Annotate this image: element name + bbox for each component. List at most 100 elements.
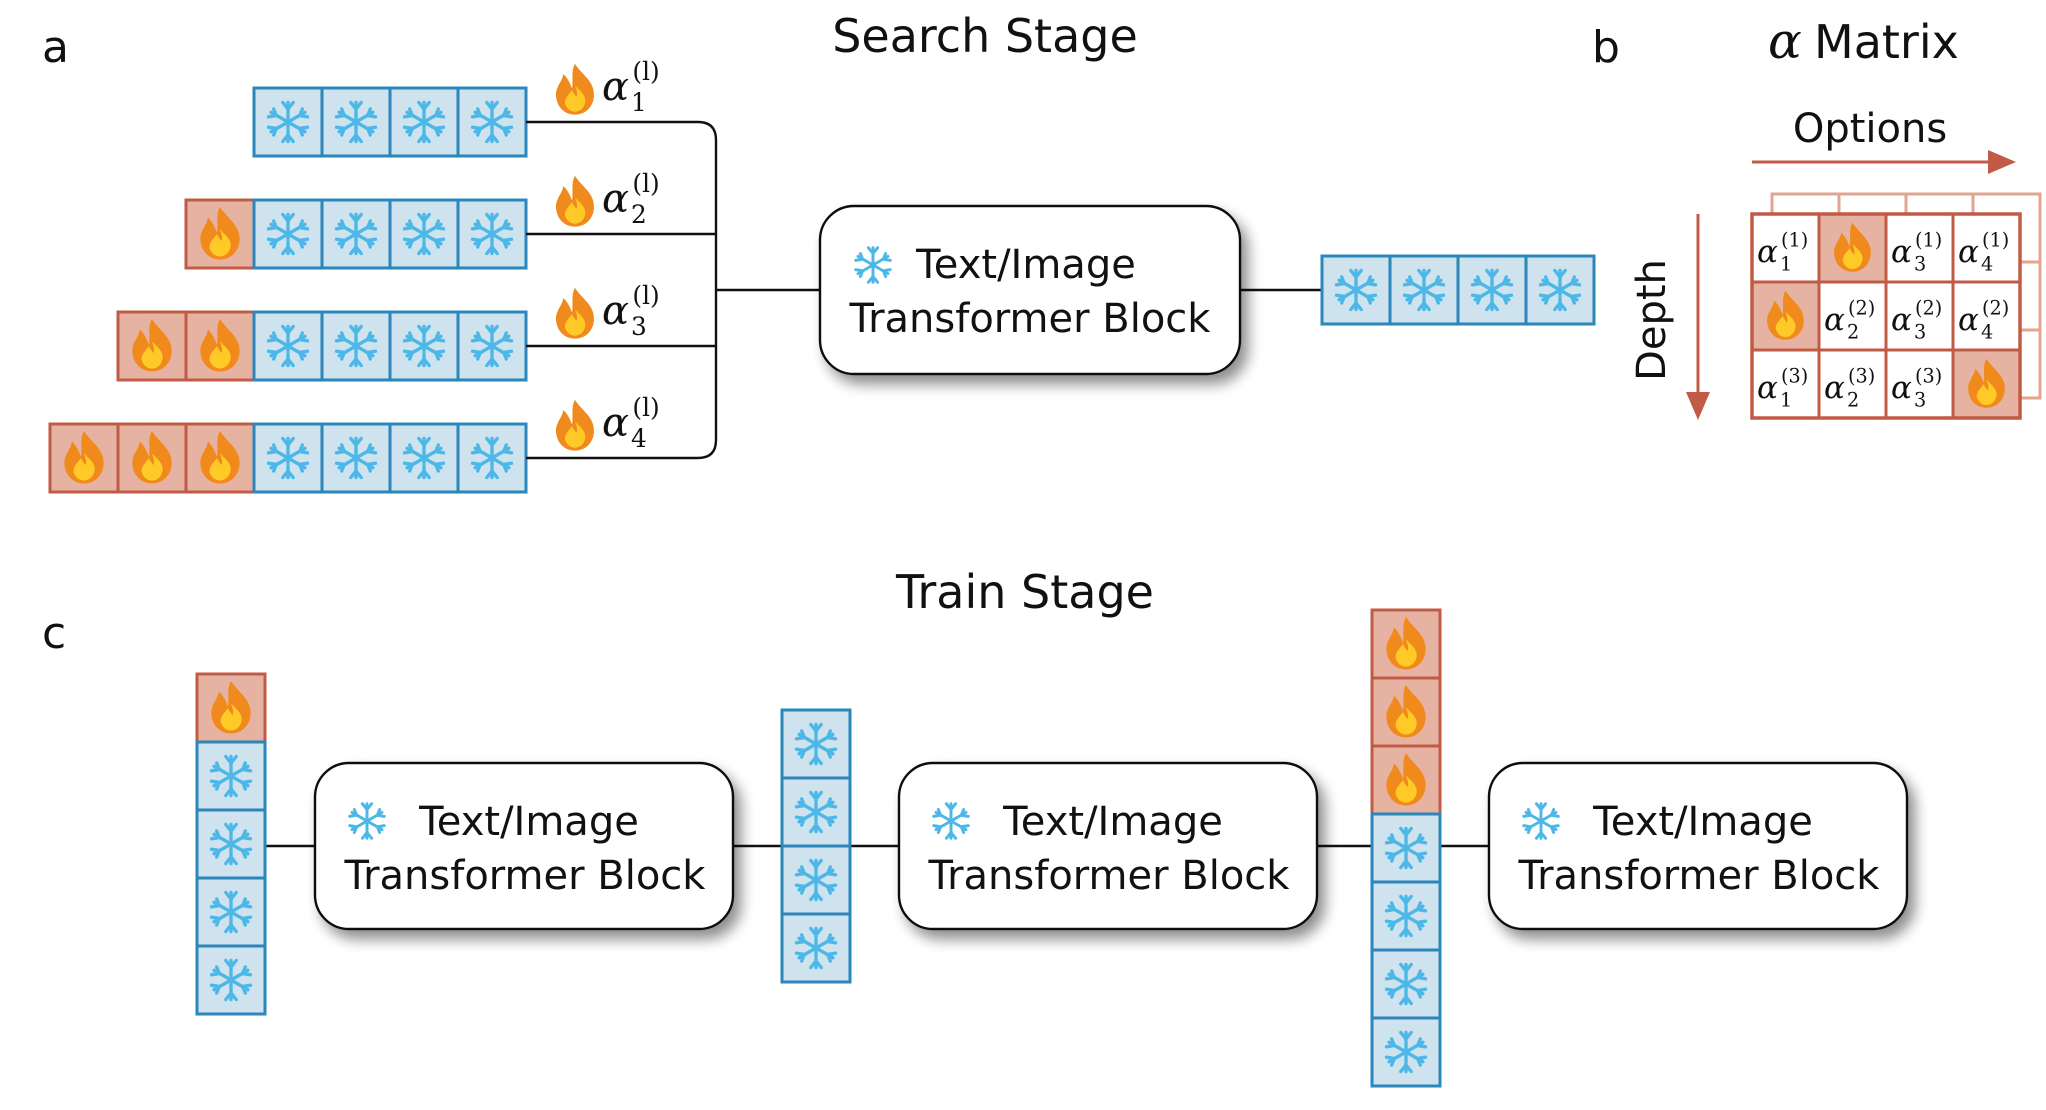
frozen-token	[195, 876, 267, 948]
frozen-token	[195, 740, 267, 812]
trainable-token	[1370, 676, 1442, 748]
frozen-token	[456, 310, 528, 382]
frozen-token	[252, 198, 324, 270]
search-block-box	[818, 204, 1242, 376]
token-stack-3	[1370, 608, 1442, 1088]
frozen-token	[456, 86, 528, 158]
frozen-token	[195, 944, 267, 1016]
frozen-token	[388, 310, 460, 382]
depth-arrow	[1686, 214, 1710, 420]
frozen-token	[1370, 948, 1442, 1020]
alpha-label-3: α3(l)	[602, 281, 660, 341]
flame-icon	[555, 287, 594, 339]
panel-c-letter: c	[42, 608, 66, 659]
block-line2: Transformer Block	[344, 853, 707, 899]
trainable-token	[48, 422, 120, 494]
block-line1: Text/Image	[418, 799, 639, 845]
token-rows	[48, 86, 528, 494]
search-block-line2: Transformer Block	[849, 296, 1212, 342]
search-stage-title: Search Stage	[832, 9, 1138, 63]
frozen-token	[1388, 254, 1460, 326]
trainable-token	[116, 310, 188, 382]
frozen-token	[320, 422, 392, 494]
panel-a: a Search Stage α1(l)α2(l)α3(l)α4(l) Text…	[42, 9, 1596, 494]
frozen-token	[1456, 254, 1528, 326]
selector-bracket	[526, 120, 1322, 460]
alpha-label-4: α4(l)	[602, 393, 660, 453]
frozen-token	[195, 808, 267, 880]
frozen-token	[388, 422, 460, 494]
flame-icon	[555, 399, 594, 451]
panel-b-letter: b	[1592, 22, 1620, 73]
frozen-token	[252, 310, 324, 382]
block-line2: Transformer Block	[928, 853, 1291, 899]
token-row-1	[252, 86, 528, 158]
frozen-token	[780, 844, 852, 916]
frozen-token	[1370, 1016, 1442, 1088]
trainable-token	[1370, 744, 1442, 816]
frozen-token	[456, 198, 528, 270]
matrix-title-text: Matrix	[1814, 15, 1959, 69]
token-row-2	[184, 198, 528, 270]
train-stage-title: Train Stage	[895, 565, 1154, 619]
frozen-token	[388, 86, 460, 158]
frozen-token	[1320, 254, 1392, 326]
flame-icon	[555, 63, 594, 115]
frozen-token	[320, 310, 392, 382]
frozen-token	[320, 198, 392, 270]
frozen-token	[252, 422, 324, 494]
trainable-token	[195, 672, 267, 744]
frozen-token	[1370, 812, 1442, 884]
options-axis-label: Options	[1793, 106, 1947, 152]
trainable-token	[1370, 608, 1442, 680]
frozen-token	[252, 86, 324, 158]
matrix-cell-selected	[1953, 350, 2020, 418]
frozen-token	[320, 86, 392, 158]
token-row-4	[48, 422, 528, 494]
trainable-token	[184, 422, 256, 494]
trainable-token	[184, 198, 256, 270]
alpha-label-2: α2(l)	[602, 169, 660, 229]
matrix-cell-selected	[1752, 282, 1819, 350]
depth-axis-label: Depth	[1629, 259, 1675, 381]
token-row-3	[116, 310, 528, 382]
frozen-token	[456, 422, 528, 494]
trainable-token	[116, 422, 188, 494]
token-stack-2	[780, 708, 852, 984]
output-token-row	[1320, 254, 1596, 326]
panel-a-letter: a	[42, 22, 69, 73]
block-line2: Transformer Block	[1518, 853, 1881, 899]
block-line1: Text/Image	[1592, 799, 1813, 845]
search-transformer-block: Text/Image Transformer Block	[818, 204, 1242, 376]
frozen-token	[388, 198, 460, 270]
matrix-title-alpha: α	[1768, 12, 1802, 70]
block-line1: Text/Image	[1002, 799, 1223, 845]
options-arrow	[1752, 150, 2016, 174]
frozen-token	[780, 912, 852, 984]
